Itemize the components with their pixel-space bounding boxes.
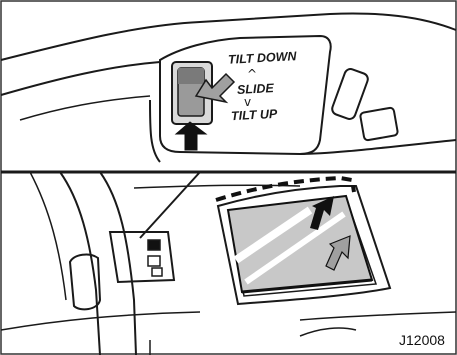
cabin-view bbox=[1, 172, 456, 355]
push-arrow-icon bbox=[176, 122, 206, 150]
up-mark: ^ bbox=[247, 68, 257, 80]
figure-code: J12008 bbox=[399, 332, 445, 348]
slide-label: SLIDE bbox=[237, 81, 274, 97]
glass-panel bbox=[228, 196, 372, 292]
down-mark: v bbox=[244, 96, 251, 108]
console-inset bbox=[1, 14, 456, 172]
tilt-up-label: TILT UP bbox=[231, 107, 278, 123]
